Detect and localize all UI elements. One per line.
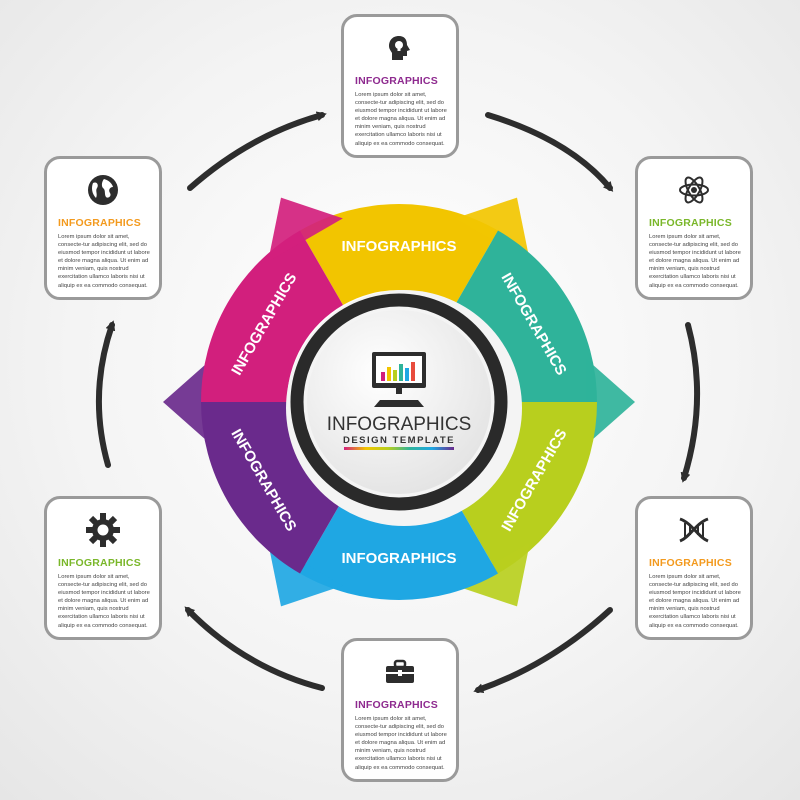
center-title: INFOGRAPHICS	[327, 414, 472, 435]
wheel-segment-label-1: INFOGRAPHICS	[341, 238, 456, 255]
flow-arrow-5	[184, 606, 325, 691]
card-body-text: Lorem ipsum dolor sit amet, consecte-tur…	[355, 716, 447, 771]
wheel-flap-5	[163, 358, 212, 446]
card-body-text: Lorem ipsum dolor sit amet, consecte-tur…	[58, 574, 150, 629]
card-title: INFOGRAPHICS	[58, 217, 141, 229]
card-body-text: Lorem ipsum dolor sit amet, consecte-tur…	[649, 574, 741, 629]
wheel-segment-2	[455, 230, 597, 402]
card-body-text: Lorem ipsum dolor sit amet, consecte-tur…	[649, 234, 741, 289]
info-card-2: INFOGRAPHICS Lorem ipsum dolor sit amet, …	[635, 156, 753, 300]
monitor-chart-icon	[372, 352, 426, 407]
card-title: INFOGRAPHICS	[355, 75, 438, 87]
rainbow-underline	[344, 447, 454, 450]
flow-arrow-2	[485, 112, 614, 192]
briefcase-icon	[344, 655, 456, 689]
flow-arrow-3	[680, 322, 701, 483]
wheel-segment-1	[300, 203, 498, 306]
info-card-6: INFOGRAPHICS Lorem ipsum dolor sit amet, …	[44, 156, 162, 300]
wheel-segment-4	[300, 498, 498, 600]
globe-icon	[47, 173, 159, 207]
head-lightbulb-icon	[344, 31, 456, 65]
wheel-segment-6	[201, 230, 343, 402]
wheel-flap-6	[268, 197, 343, 262]
flow-arrow-6	[95, 320, 116, 468]
wheel-flap-2	[586, 358, 635, 446]
info-card-4: INFOGRAPHICS Lorem ipsum dolor sit amet, …	[341, 638, 459, 782]
wheel-segment-3	[455, 402, 597, 574]
center-subtitle: DESIGN TEMPLATE	[343, 435, 455, 446]
card-title: INFOGRAPHICS	[58, 557, 141, 569]
card-title: INFOGRAPHICS	[355, 699, 438, 711]
card-title: INFOGRAPHICS	[649, 557, 732, 569]
hub-black-ring	[290, 293, 508, 511]
flow-arrow-1	[187, 111, 327, 191]
gear-icon	[47, 513, 159, 547]
info-card-1: INFOGRAPHICS Lorem ipsum dolor sit amet, …	[341, 14, 459, 158]
atom-icon	[638, 173, 750, 207]
dna-icon	[638, 513, 750, 547]
info-card-3: INFOGRAPHICS Lorem ipsum dolor sit amet, …	[635, 496, 753, 640]
flow-arrow-4	[473, 607, 613, 694]
card-body-text: Lorem ipsum dolor sit amet, consecte-tur…	[58, 234, 150, 289]
wheel-segment-5	[201, 402, 343, 574]
info-card-5: INFOGRAPHICS Lorem ipsum dolor sit amet, …	[44, 496, 162, 640]
card-body-text: Lorem ipsum dolor sit amet, consecte-tur…	[355, 92, 447, 147]
wheel-segment-label-4: INFOGRAPHICS	[341, 550, 456, 567]
card-title: INFOGRAPHICS	[649, 217, 732, 229]
